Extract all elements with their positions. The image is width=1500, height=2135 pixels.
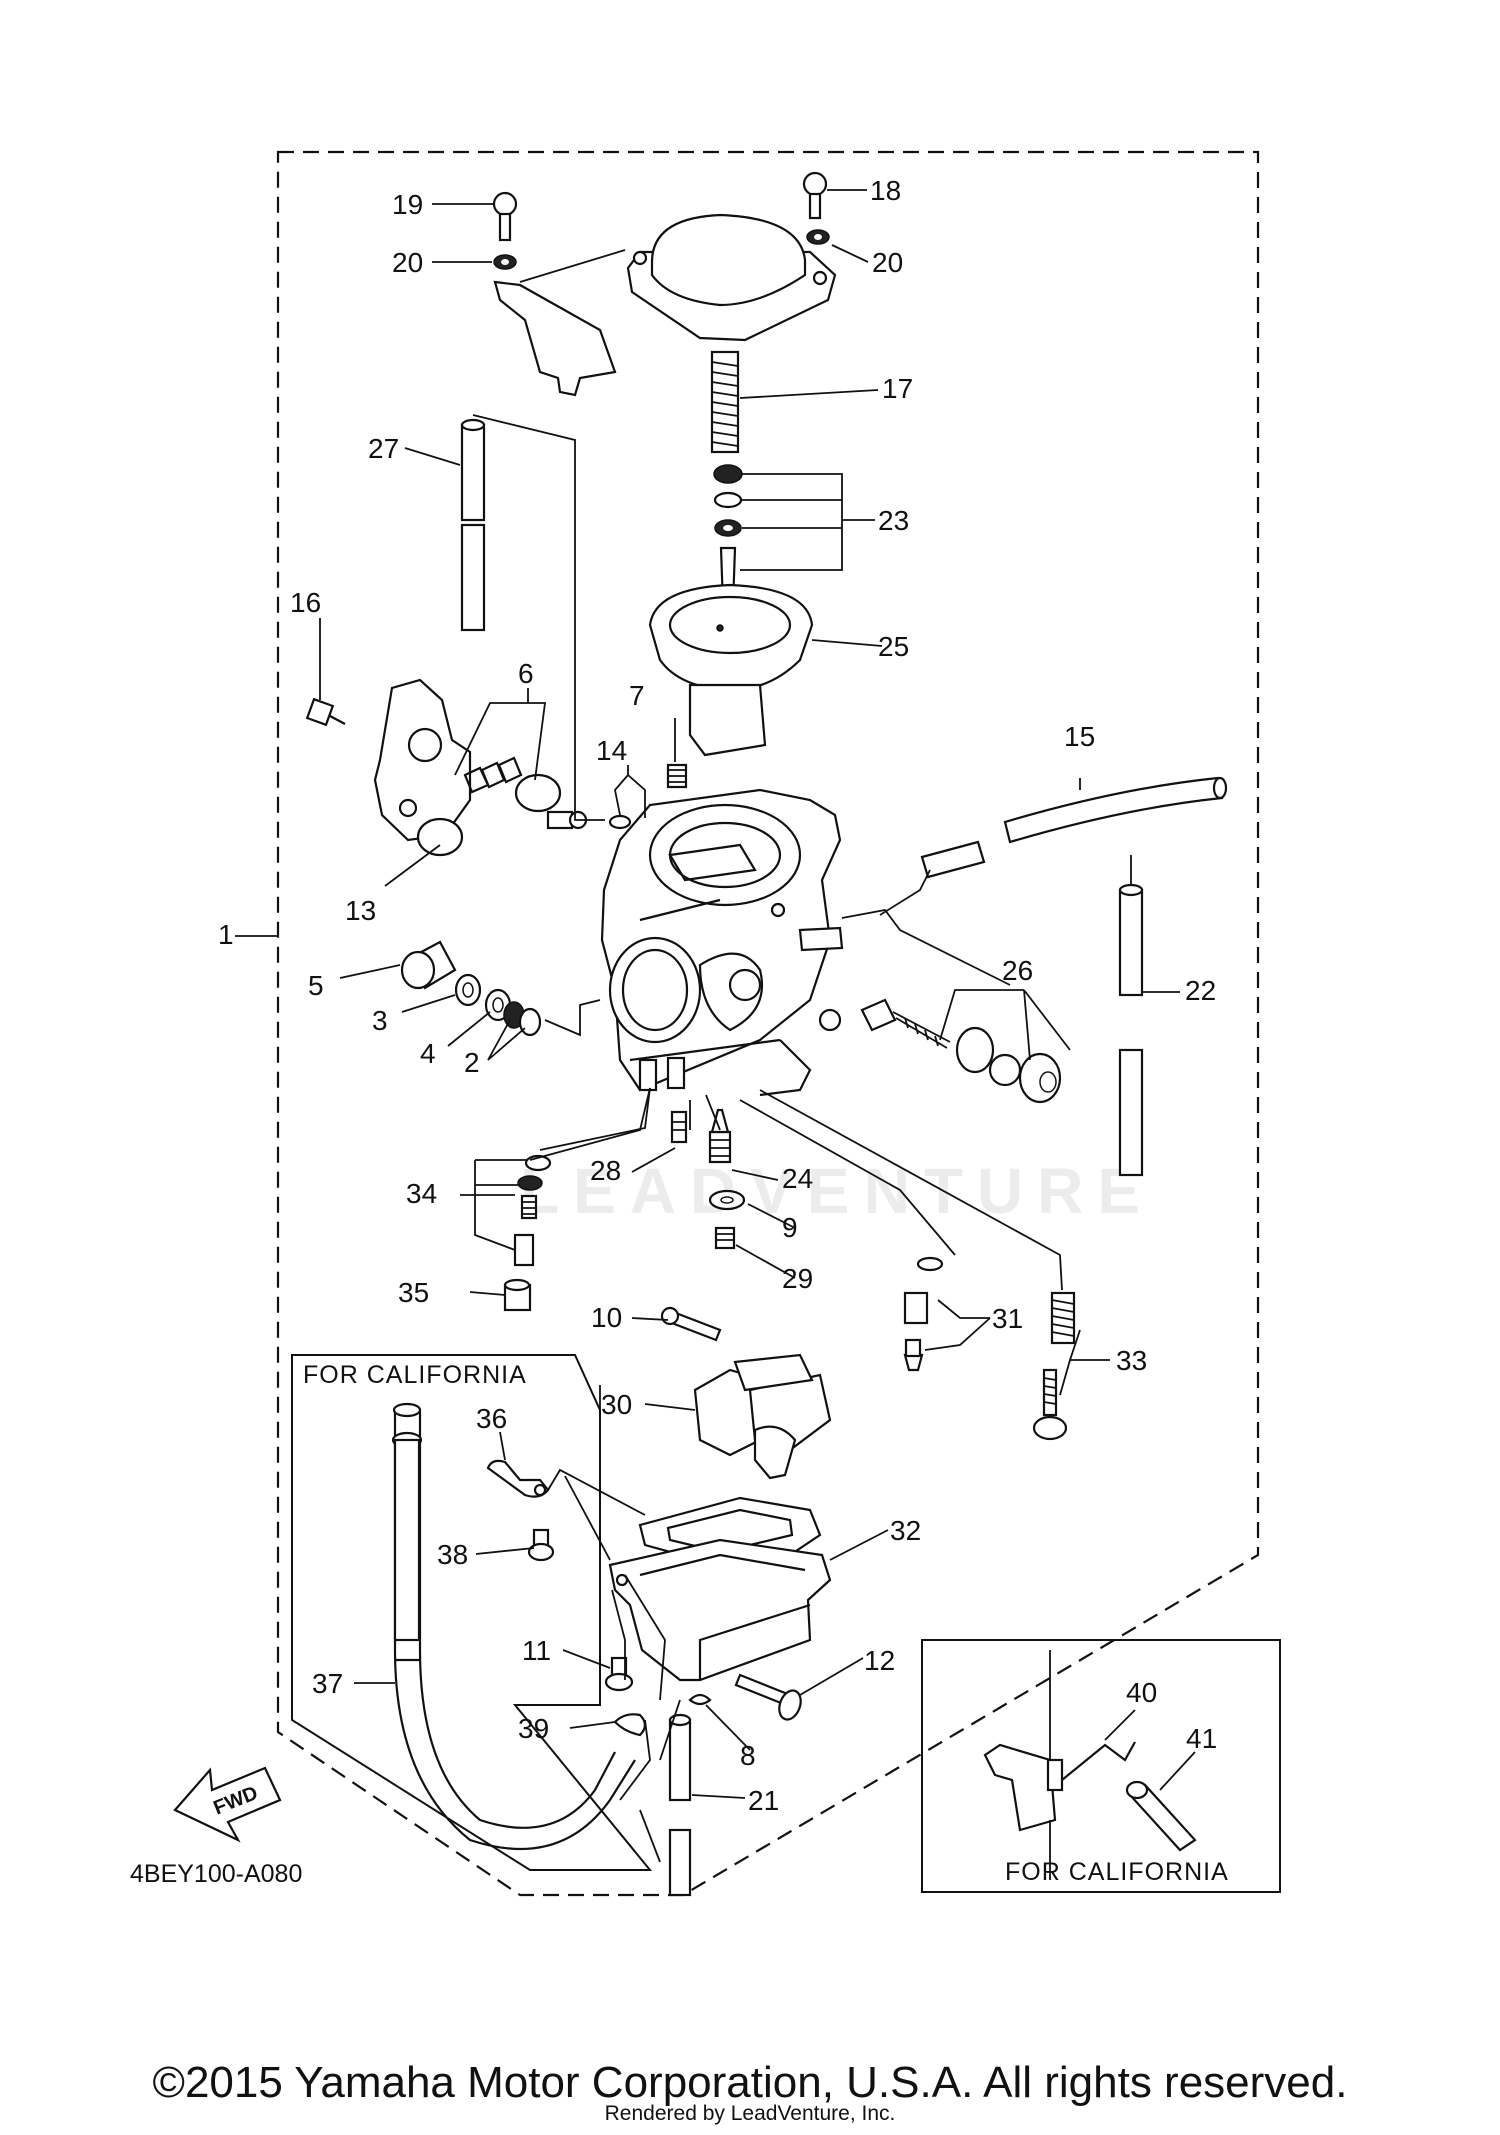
- callout-4: 4: [420, 1038, 436, 1069]
- part-12-drain-screw: [734, 1673, 802, 1721]
- part-25-piston-diaphragm: [648, 583, 814, 757]
- callout-14: 14: [596, 735, 627, 766]
- callout-18: 18: [870, 175, 901, 206]
- callout-19: 19: [392, 189, 423, 220]
- part-17-spring: [710, 350, 740, 454]
- callout-23: 23: [878, 505, 909, 536]
- part-21-drain-hose: [668, 1713, 692, 1897]
- carburetor-top-cover: [626, 213, 837, 342]
- callout-27: 27: [368, 433, 399, 464]
- part-31-needle-valve-set: [903, 1256, 944, 1372]
- diagram-code: 4BEY100-A080: [130, 1860, 302, 1888]
- part-37-california-hose: [391, 1402, 636, 1851]
- part-8-clip: [688, 1693, 712, 1706]
- part-20-washer-left: [493, 254, 517, 270]
- part-41-hose: [1125, 1780, 1197, 1852]
- california-label-right: FOR CALIFORNIA: [1005, 1858, 1229, 1886]
- part-33-air-screw-set: [1032, 1291, 1076, 1441]
- callout-21: 21: [748, 1785, 779, 1816]
- callout-20-left: 20: [392, 247, 423, 278]
- part-29-main-jet: [714, 1226, 736, 1250]
- part-5-bushing: [400, 940, 457, 990]
- part-39-clip: [613, 1713, 647, 1737]
- part-22-hose: [1118, 883, 1144, 1177]
- callout-6: 6: [518, 658, 534, 689]
- callout-30: 30: [601, 1389, 632, 1420]
- callout-40: 40: [1126, 1677, 1157, 1708]
- part-11-screw: [604, 1656, 634, 1692]
- part-38-screw: [527, 1528, 555, 1562]
- callout-13: 13: [345, 895, 376, 926]
- callout-1: 1: [218, 919, 234, 950]
- callout-16: 16: [290, 587, 321, 618]
- callout-5: 5: [308, 970, 324, 1001]
- callout-9: 9: [782, 1212, 798, 1243]
- callout-29: 29: [782, 1263, 813, 1294]
- part-15-hose: [920, 776, 1228, 879]
- part-13-cover-housing: [373, 678, 472, 857]
- callout-39: 39: [518, 1713, 549, 1744]
- fwd-arrow: FWD: [173, 1766, 282, 1843]
- part-10-screw: [660, 1306, 722, 1342]
- california-label-left: FOR CALIFORNIA: [303, 1361, 527, 1389]
- part-36-hose-clip: [486, 1459, 550, 1498]
- part-9-washer: [708, 1189, 746, 1211]
- callout-31: 31: [992, 1303, 1023, 1334]
- part-7-pilot-jet: [666, 763, 688, 789]
- part-20-washer-right: [806, 229, 830, 245]
- carburetor-body: [600, 788, 844, 1097]
- part-32-float-chamber: [608, 1496, 832, 1682]
- part-24-needle-jet: [708, 1108, 732, 1164]
- part-16-screw: [305, 697, 346, 727]
- callout-17: 17: [882, 373, 913, 404]
- part-28-starter-jet: [670, 1110, 688, 1144]
- callout-41: 41: [1186, 1723, 1217, 1754]
- callout-11: 11: [522, 1635, 551, 1666]
- callout-35: 35: [398, 1277, 429, 1308]
- part-18-screw: [802, 171, 828, 220]
- callout-10: 10: [591, 1302, 622, 1333]
- watermark-text: LEADVENTURE: [520, 1155, 1154, 1227]
- callout-37: 37: [312, 1668, 343, 1699]
- callout-15: 15: [1064, 721, 1095, 752]
- part-35-plug: [503, 1278, 532, 1312]
- callout-2: 2: [464, 1047, 480, 1078]
- callout-32: 32: [890, 1515, 921, 1546]
- california-box-right: [921, 1639, 1281, 1893]
- callout-22: 22: [1185, 975, 1216, 1006]
- part-30-float: [693, 1353, 832, 1480]
- callout-20-right: 20: [872, 247, 903, 278]
- california-box-left: [291, 1354, 653, 1871]
- part-6-coasting-enricher: [463, 756, 588, 830]
- callout-7: 7: [629, 680, 645, 711]
- callout-36: 36: [476, 1403, 507, 1434]
- part-27-hose: [460, 418, 486, 632]
- part-26-throttle-stop-screw: [860, 998, 1062, 1104]
- rendered-by-credit: Rendered by LeadVenture, Inc.: [604, 2102, 896, 2125]
- throttle-cable-bracket: [493, 280, 617, 397]
- callout-33: 33: [1116, 1345, 1147, 1376]
- callout-12: 12: [864, 1645, 895, 1676]
- callout-38: 38: [437, 1539, 468, 1570]
- leader-lines: [235, 189, 1196, 1880]
- callout-24: 24: [782, 1163, 813, 1194]
- callout-8: 8: [740, 1740, 756, 1771]
- part-19-screw: [492, 191, 518, 242]
- callout-3: 3: [372, 1005, 388, 1036]
- copyright-notice: ©2015 Yamaha Motor Corporation, U.S.A. A…: [152, 2058, 1348, 2107]
- part-40-hose: [983, 1741, 1136, 1832]
- callout-28: 28: [590, 1155, 621, 1186]
- callout-34: 34: [406, 1178, 437, 1209]
- part-3-seal: [454, 973, 482, 1007]
- callout-26: 26: [1002, 955, 1033, 986]
- callout-25: 25: [878, 631, 909, 662]
